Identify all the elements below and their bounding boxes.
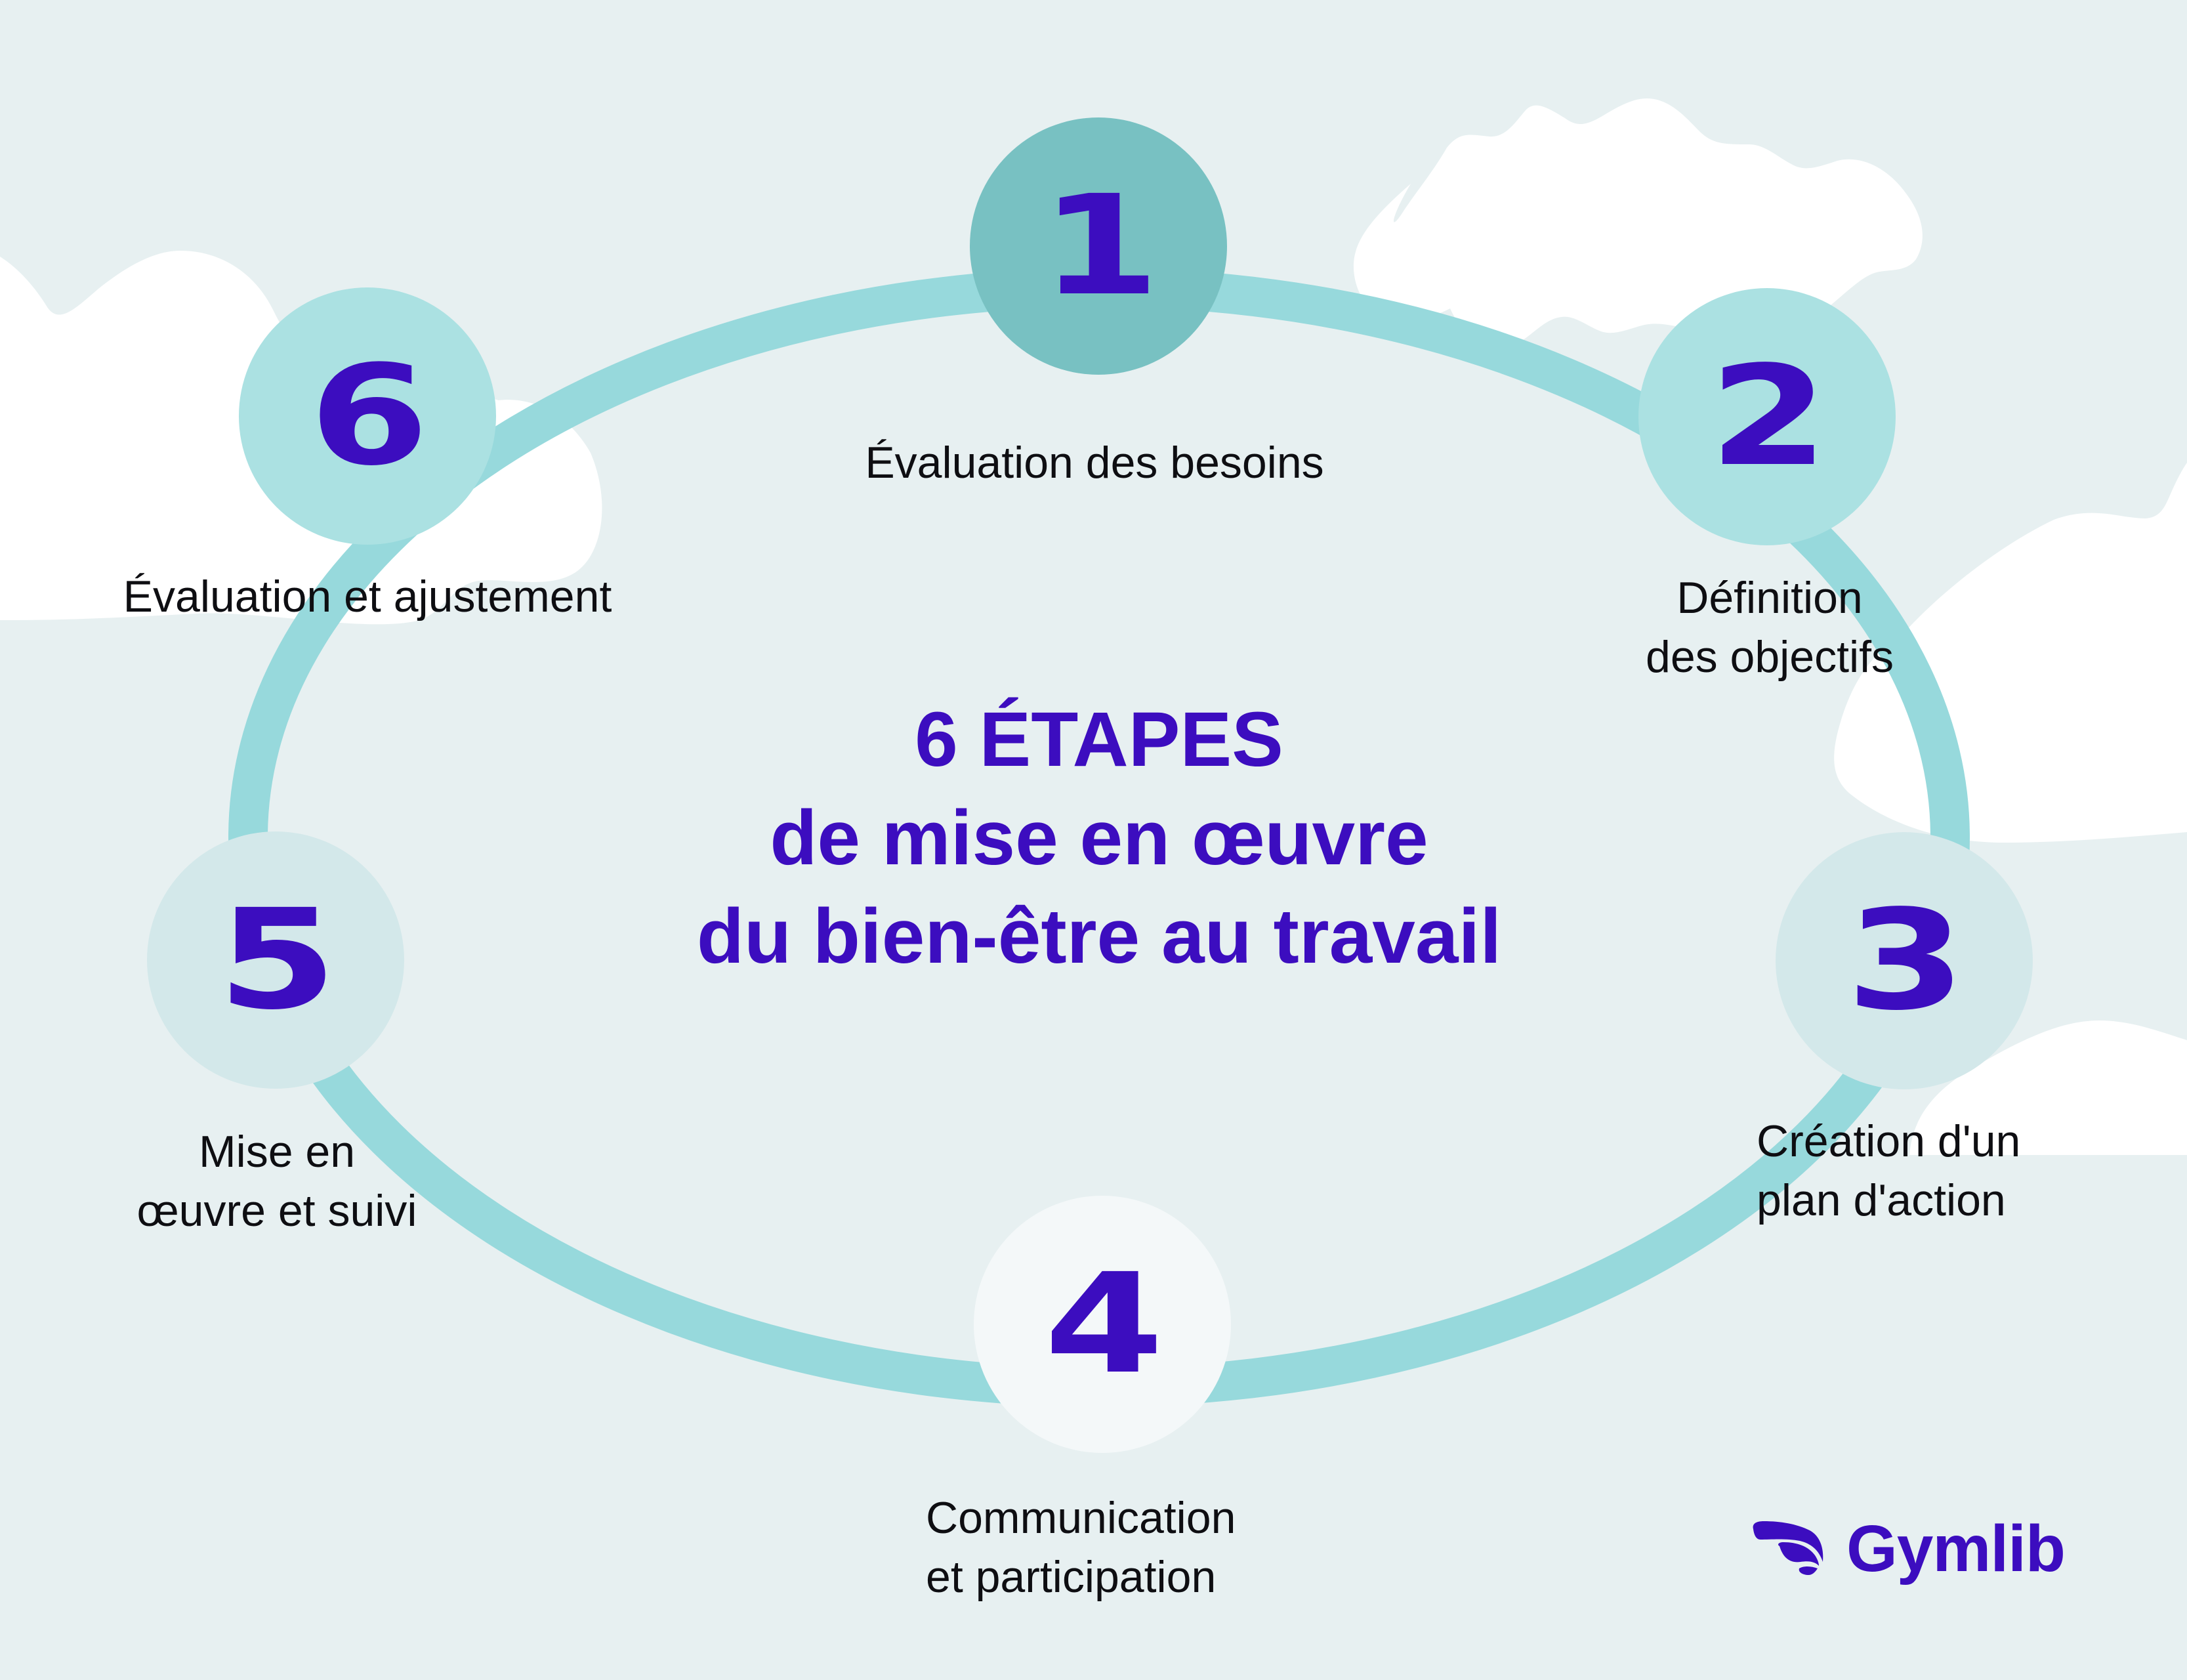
step-6-number: 6 bbox=[309, 335, 429, 496]
step-1-number: 1 bbox=[1040, 165, 1160, 326]
step-4-circle: 4 bbox=[974, 1196, 1231, 1453]
step-2-number: 2 bbox=[1709, 336, 1829, 497]
wing-icon bbox=[1753, 1521, 1823, 1575]
step-4-label-line-2: et participation bbox=[926, 1552, 1217, 1602]
step-2-label-line-1: Définition bbox=[1677, 573, 1863, 623]
step-4-label-line-1: Communication bbox=[926, 1493, 1236, 1543]
step-3-label: Création d'un plan d'action bbox=[1757, 1112, 2020, 1230]
step-6-label-line-1: Évaluation et ajustement bbox=[123, 572, 612, 621]
step-4-label: Communication et participation bbox=[926, 1488, 1236, 1606]
step-6-circle: 6 bbox=[239, 287, 496, 545]
step-3-label-line-1: Création d'un bbox=[1757, 1116, 2021, 1166]
step-3-circle: 3 bbox=[1776, 832, 2033, 1089]
step-1-label-line-1: Évaluation des besoins bbox=[865, 438, 1324, 488]
step-5-label-line-2: œuvre et suivi bbox=[136, 1186, 417, 1236]
step-2-label: Définition des objectifs bbox=[1646, 568, 1894, 686]
cloud-top-right bbox=[1353, 98, 1923, 348]
step-6-label: Évaluation et ajustement bbox=[123, 567, 612, 626]
title-line-2: de mise en œuvre bbox=[770, 795, 1428, 881]
step-2-circle: 2 bbox=[1638, 288, 1896, 545]
cloud-right-lower bbox=[1909, 1020, 2187, 1155]
step-3-label-line-2: plan d'action bbox=[1757, 1175, 2006, 1225]
step-1-circle: 1 bbox=[970, 117, 1227, 375]
step-5-label-line-1: Mise en bbox=[198, 1127, 356, 1177]
step-5-number: 5 bbox=[217, 879, 337, 1040]
step-3-number: 3 bbox=[1846, 880, 1966, 1041]
step-4-number: 4 bbox=[1044, 1244, 1164, 1404]
gymlib-logo: Gymlib bbox=[1751, 1512, 2066, 1586]
step-1-label: Évaluation des besoins bbox=[865, 433, 1323, 492]
step-5-circle: 5 bbox=[147, 831, 404, 1089]
step-5-label: Mise en œuvre et suivi bbox=[137, 1122, 417, 1240]
title-line-3: du bien-être au travail bbox=[696, 893, 1502, 980]
logo-text: Gymlib bbox=[1846, 1512, 2066, 1586]
title-line-1: 6 ÉTAPES bbox=[915, 696, 1283, 783]
diagram-title: 6 ÉTAPES de mise en œuvre du bien-être a… bbox=[697, 690, 1501, 986]
step-2-label-line-2: des objectifs bbox=[1646, 632, 1894, 682]
